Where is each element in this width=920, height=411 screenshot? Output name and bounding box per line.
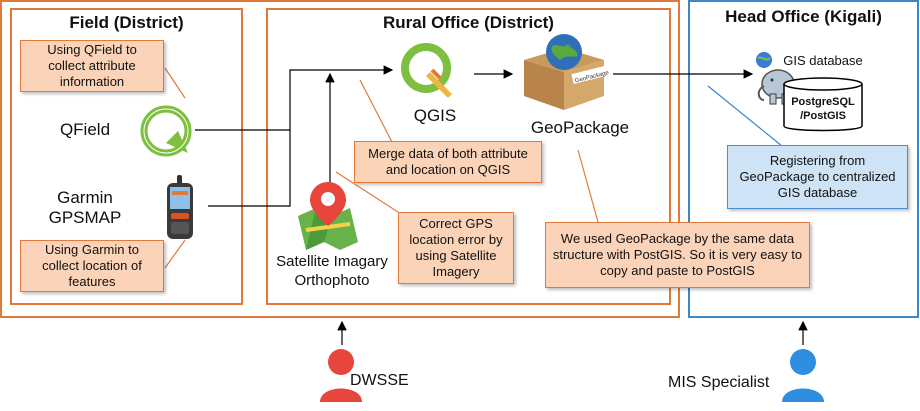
- gis-database-label: GIS database: [783, 53, 863, 68]
- db-text-postgresql: PostgreSQL: [791, 96, 855, 108]
- database-cylinder-icon: [782, 76, 864, 139]
- outer-district-frame: [0, 0, 680, 318]
- note-geopackage: We used GeoPackage by the same data stru…: [545, 222, 810, 288]
- qgis-icon: [392, 40, 468, 107]
- head-title: Head Office (Kigali): [725, 7, 882, 26]
- note-garmin: Using Garmin to collect location of feat…: [20, 240, 164, 292]
- geopackage-label: GeoPackage: [530, 118, 630, 137]
- geopackage-icon: GeoPackage: [514, 30, 614, 117]
- mis-specialist-label: MIS Specialist: [668, 374, 770, 391]
- satellite-label-1: Satellite Imagary: [276, 253, 388, 270]
- rural-title: Rural Office (District): [383, 13, 554, 32]
- garmin-label-2: GPSMAP: [48, 208, 122, 227]
- garmin-label-1: Garmin: [57, 188, 113, 207]
- field-title: Field (District): [69, 13, 184, 32]
- qfield-label: QField: [59, 120, 111, 139]
- map-pin-icon: [292, 180, 364, 255]
- qfield-icon: [138, 103, 194, 164]
- gps-device-icon: [165, 175, 195, 246]
- note-merge: Merge data of both attribute and locatio…: [354, 141, 542, 183]
- qgis-label: QGIS: [413, 106, 457, 125]
- note-correct-gps: Correct GPS location error by using Sate…: [398, 212, 514, 284]
- satellite-label-2: Orthophoto: [294, 272, 370, 289]
- db-text-postgis: /PostGIS: [800, 110, 846, 122]
- mis-specialist-person-icon: [778, 346, 828, 407]
- head-office-panel: [688, 0, 919, 318]
- note-register: Registering from GeoPackage to centraliz…: [727, 145, 908, 209]
- dwsse-label: DWSSE: [350, 372, 409, 389]
- note-qfield: Using QField to collect attribute inform…: [20, 40, 164, 92]
- dwsse-person-icon: [316, 346, 366, 407]
